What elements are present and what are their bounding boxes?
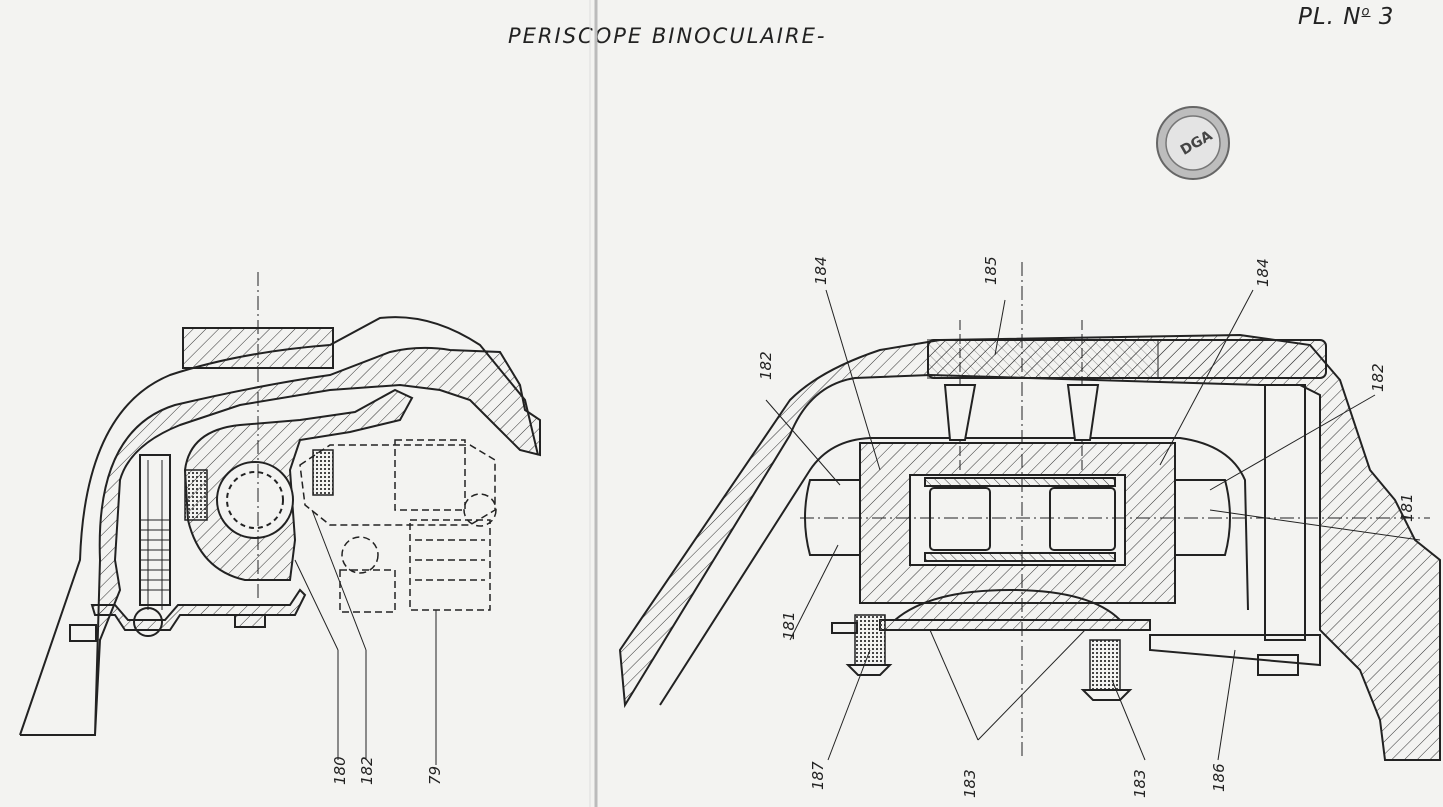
right-section-view xyxy=(618,262,1441,761)
left-section-view xyxy=(19,272,541,765)
label-182-left: 182 xyxy=(358,756,376,785)
label-187: 187 xyxy=(809,761,827,790)
label-183-a: 183 xyxy=(961,769,979,798)
label-181-right: 181 xyxy=(1398,493,1416,522)
label-183-b: 183 xyxy=(1131,769,1149,798)
label-181-left: 181 xyxy=(780,611,798,640)
label-184-right: 184 xyxy=(1254,258,1272,287)
label-180: 180 xyxy=(331,756,349,785)
plate-number: PL. No 3 xyxy=(1298,4,1395,30)
label-182-right-b: 182 xyxy=(1369,363,1387,392)
label-185: 185 xyxy=(982,256,1000,285)
label-186: 186 xyxy=(1210,763,1228,792)
circular-archive-stamp-icon: DGA xyxy=(1156,106,1230,180)
label-184-left: 184 xyxy=(812,256,830,285)
drawing-title: PERISCOPE BINOCULAIRE- xyxy=(508,24,827,48)
label-79: 79 xyxy=(426,766,444,785)
label-182-right-a: 182 xyxy=(757,351,775,380)
